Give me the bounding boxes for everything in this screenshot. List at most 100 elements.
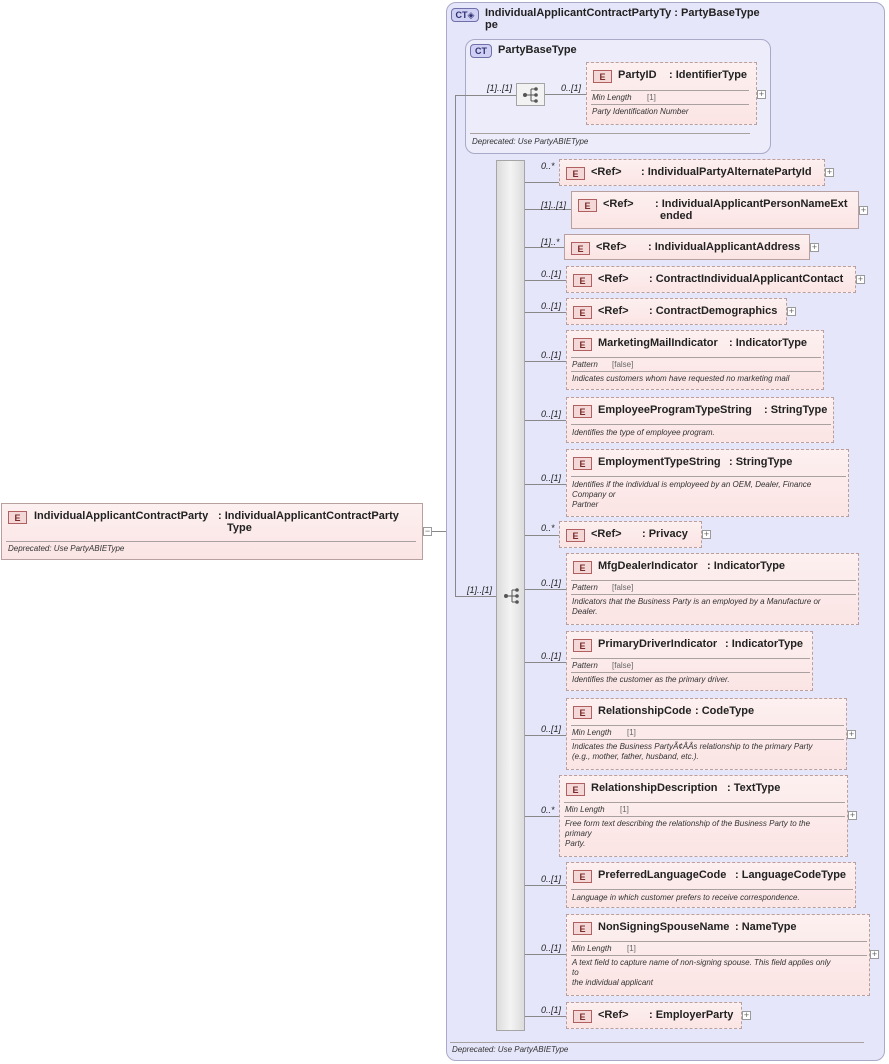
element-type: : IndividualApplicantAddress xyxy=(648,241,801,253)
element-employment-type-string[interactable]: E EmploymentTypeString : StringType Iden… xyxy=(566,449,849,517)
element-badge: E xyxy=(566,167,585,180)
sequence-icon xyxy=(523,87,538,103)
element-type: : LanguageCodeType xyxy=(735,869,847,881)
expand-button[interactable]: + xyxy=(742,1010,751,1020)
root-deprecated-note: Deprecated: Use PartyABIEType xyxy=(8,544,125,553)
element-name: RelationshipCode xyxy=(598,705,692,717)
element-type: : Privacy xyxy=(642,528,688,540)
element-badge: E xyxy=(573,922,592,935)
party-id-name: PartyID xyxy=(618,69,657,81)
expand-button[interactable]: + xyxy=(856,274,865,284)
party-id-cardinality: 0..[1] xyxy=(561,83,582,93)
element-doc: Language in which customer prefers to re… xyxy=(572,893,800,902)
main-sequence-cardinality: [1]..[1] xyxy=(467,585,493,595)
element-badge: E xyxy=(573,338,592,351)
element-doc: A text field to capture name of non-sign… xyxy=(572,958,831,987)
element-type: : IndicatorType xyxy=(707,560,786,572)
element-badge: E xyxy=(573,870,592,883)
element-type: : NameType xyxy=(735,921,797,933)
party-id-expand-button[interactable]: + xyxy=(757,89,766,99)
expand-button[interactable]: + xyxy=(870,949,879,959)
element-preferred-language-code[interactable]: E PreferredLanguageCode : LanguageCodeTy… xyxy=(566,862,856,908)
element-cardinality: 0..[1] xyxy=(541,724,562,734)
element-doc: Indicates customers whom have requested … xyxy=(572,374,790,383)
element-contract-demographics[interactable]: E <Ref> : ContractDemographics xyxy=(566,298,787,325)
element-privacy[interactable]: E <Ref> : Privacy xyxy=(559,521,702,548)
element-cardinality: 0..* xyxy=(541,161,555,171)
element-employee-program-type-string[interactable]: E EmployeeProgramTypeString : StringType… xyxy=(566,397,834,443)
root-collapse-button[interactable]: − xyxy=(423,526,432,536)
party-id-facet-value: [1] xyxy=(647,93,656,102)
element-non-signing-spouse-name[interactable]: E NonSigningSpouseName : NameType Min Le… xyxy=(566,914,870,996)
expand-button[interactable]: + xyxy=(848,810,857,820)
element-badge: E xyxy=(573,306,592,319)
element-marketing-mail-indicator[interactable]: E MarketingMailIndicator : IndicatorType… xyxy=(566,330,824,390)
element-primary-driver-indicator[interactable]: E PrimaryDriverIndicator : IndicatorType… xyxy=(566,631,813,691)
element-facet-value: [1] xyxy=(620,805,629,814)
expand-button[interactable]: + xyxy=(847,729,856,739)
element-cardinality: 0..[1] xyxy=(541,409,562,419)
element-name: MarketingMailIndicator xyxy=(598,337,718,349)
element-employer-party[interactable]: E <Ref> : EmployerParty xyxy=(566,1002,742,1029)
element-individual-party-alternate-party-id[interactable]: E <Ref> : IndividualPartyAlternatePartyI… xyxy=(559,159,825,186)
element-badge: E xyxy=(566,783,585,796)
element-doc: Identifies if the individual is employee… xyxy=(572,480,812,509)
element-doc: Identifies the type of employee program. xyxy=(572,428,715,437)
expand-button[interactable]: + xyxy=(810,242,819,252)
element-relationship-description[interactable]: E RelationshipDescription : TextType Min… xyxy=(559,775,848,857)
element-cardinality: [1]..[1] xyxy=(541,200,567,210)
base-type-title: PartyBaseType xyxy=(498,44,577,56)
element-cardinality: 0..[1] xyxy=(541,1005,562,1015)
element-name: MfgDealerIndicator xyxy=(598,560,698,572)
element-type: : IndividualPartyAlternatePartyId xyxy=(641,166,812,178)
element-name: PrimaryDriverIndicator xyxy=(598,638,718,650)
element-badge: E xyxy=(573,274,592,287)
element-type: : IndicatorType xyxy=(729,337,808,349)
element-badge: E xyxy=(566,529,585,542)
element-cardinality: 0..[1] xyxy=(541,301,562,311)
element-relationship-code[interactable]: E RelationshipCode : CodeType Min Length… xyxy=(566,698,847,770)
element-type: : CodeType xyxy=(695,705,755,717)
element-type: : StringType xyxy=(764,404,828,416)
base-type-badge: CT xyxy=(470,44,492,58)
element-type: : StringType xyxy=(729,456,793,468)
element-facet-value: [1] xyxy=(627,728,636,737)
element-badge: E xyxy=(573,639,592,652)
root-element[interactable]: E IndividualApplicantContractParty : Ind… xyxy=(1,503,423,560)
expand-button[interactable]: + xyxy=(859,205,868,215)
element-cardinality: 0..* xyxy=(541,805,555,815)
element-cardinality: 0..[1] xyxy=(541,473,562,483)
element-cardinality: [1]..* xyxy=(541,237,560,247)
element-facet: Pattern xyxy=(572,583,598,592)
element-type: : TextType xyxy=(727,782,781,794)
sequence-icon xyxy=(504,588,519,604)
element-name: <Ref> xyxy=(598,1009,629,1021)
element-name: <Ref> xyxy=(591,528,622,540)
party-id-element[interactable]: E PartyID : IdentifierType Min Length [1… xyxy=(586,62,757,125)
element-name: <Ref> xyxy=(598,273,629,285)
element-facet-value: [false] xyxy=(612,360,634,369)
base-type-deprecated-note: Deprecated: Use PartyABIEType xyxy=(472,137,589,146)
element-individual-applicant-address[interactable]: E <Ref> : IndividualApplicantAddress xyxy=(564,234,810,260)
base-sequence-cardinality: [1]..[1] xyxy=(487,83,513,93)
element-facet: Pattern xyxy=(572,360,598,369)
expand-button[interactable]: + xyxy=(702,529,711,539)
element-name: EmployeeProgramTypeString xyxy=(598,404,752,416)
element-mfg-dealer-indicator[interactable]: E MfgDealerIndicator : IndicatorType Pat… xyxy=(566,553,859,625)
complex-type-title: IndividualApplicantContractPartyTy : Par… xyxy=(485,7,760,31)
element-badge: E xyxy=(573,561,592,574)
element-badge: E xyxy=(571,242,590,255)
element-facet: Pattern xyxy=(572,661,598,670)
complex-type-badge: CT◈ xyxy=(451,8,479,22)
element-name: <Ref> xyxy=(596,241,627,253)
element-contract-individual-applicant-contact[interactable]: E <Ref> : ContractIndividualApplicantCon… xyxy=(566,266,856,293)
element-facet: Min Length xyxy=(565,805,605,814)
element-badge: E xyxy=(578,199,597,212)
element-badge: E xyxy=(573,405,592,418)
element-name: EmploymentTypeString xyxy=(598,456,721,468)
expand-button[interactable]: + xyxy=(825,167,834,177)
element-individual-applicant-person-name-extended[interactable]: E <Ref> : IndividualApplicantPersonNameE… xyxy=(571,191,859,229)
expand-button[interactable]: + xyxy=(787,306,796,316)
element-name: <Ref> xyxy=(598,305,629,317)
element-cardinality: 0..[1] xyxy=(541,651,562,661)
